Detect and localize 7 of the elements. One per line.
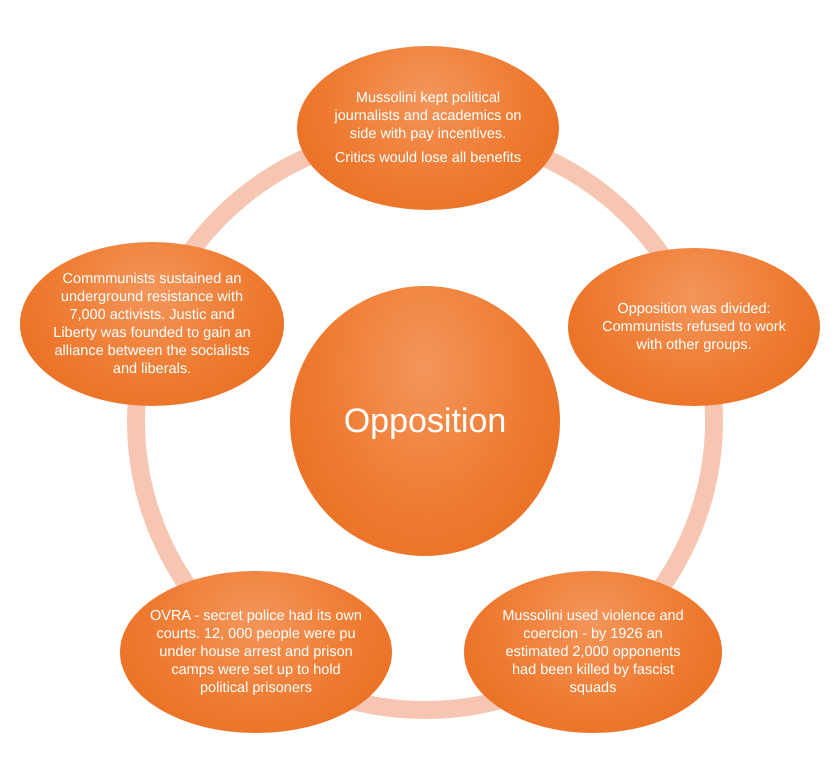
ellipse-text: Mussolini used violence and coercion - by 1926 an estimated 2,000 opponents had been killed by fascist squads — [501, 606, 685, 698]
ellipse-text: Mussolini kept political journalists and academics on side with pay incentives. — [333, 88, 522, 144]
ellipse-text: Critics would lose all benefits — [334, 149, 522, 168]
ellipse-text: Opposition was divided: Communists refused to work with other groups. — [601, 300, 787, 354]
ellipse-text: OVRA - secret police had its own courts. 12, 000 people were pu under house arrest and prison camps were set up to hold political prisoners — [150, 606, 362, 698]
center-title: Opposition — [344, 400, 506, 442]
ellipse-text: Commmunists sustained an underground resistance with 7,000 activists. Justic and Liberty was founded to gain an alliance between the socialists and liberals. — [52, 270, 252, 378]
